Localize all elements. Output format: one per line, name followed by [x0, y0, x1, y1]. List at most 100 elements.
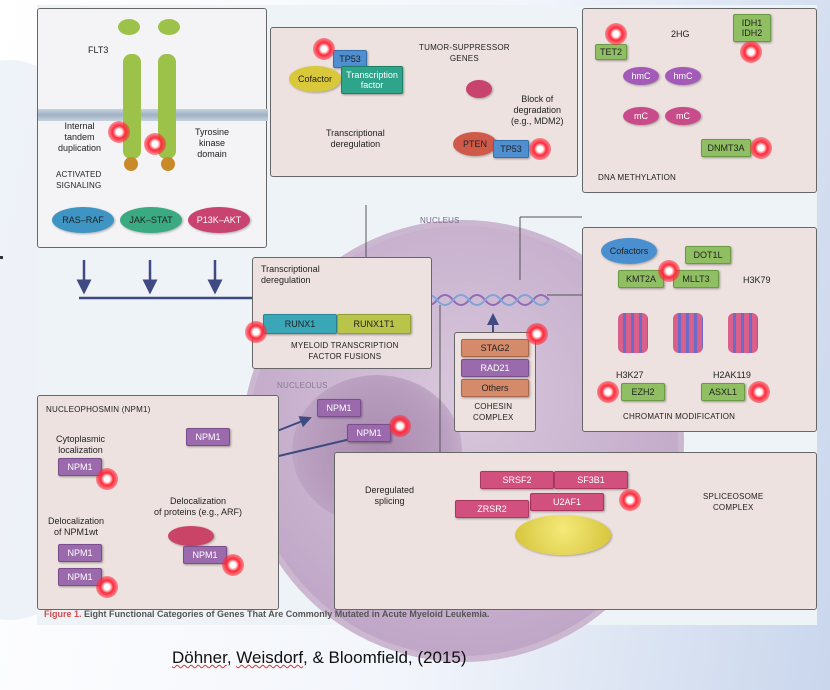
u2af1-box: U2AF1	[530, 493, 604, 511]
caption-prefix: Figure 1.	[44, 609, 82, 619]
hmc-oval-2: hmC	[665, 67, 701, 85]
citation-author-2: Weisdorf	[236, 648, 304, 667]
mutation-marker-itd	[108, 121, 130, 143]
kmt2a-box: KMT2A	[618, 270, 664, 288]
mutation-marker-ezh2	[597, 381, 619, 403]
npm1-box-arf: NPM1	[183, 546, 227, 564]
h2ak119-label: H2AK119	[713, 370, 751, 380]
sf3b1-box: SF3B1	[554, 471, 628, 489]
npm1-box-wt-bottom: NPM1	[58, 568, 102, 586]
mutation-marker-npm1-nucleolus	[389, 415, 411, 437]
cofactor-oval: Cofactor	[289, 66, 341, 92]
dna-methylation-panel: IDH1 IDH2 2HG TET2 hmC hmC mC mC DNMT3A …	[582, 8, 817, 193]
citation-sep: ,	[226, 648, 237, 667]
mutation-marker-tp53-bottom	[529, 138, 551, 160]
mutation-marker-npm1-arf	[222, 554, 244, 576]
citation: Döhner, Weisdorf, & Bloomfield, (2015)	[172, 648, 467, 668]
chromatin-panel: Cofactors DOT1L KMT2A MLLT3 H3K79 H3K27 …	[582, 227, 817, 432]
transcription-factor-box: Transcription factor	[341, 66, 403, 94]
itd-label: Internal tandem duplication	[58, 121, 102, 153]
citation-rest: , & Bloomfield, (2015)	[303, 648, 467, 667]
tumor-suppressor-title: TUMOR-SUPPRESSOR GENES	[419, 43, 510, 63]
cytoplasmic-label: Cytoplasmic localization	[56, 434, 106, 455]
npm1-box-nucleolus-1: NPM1	[317, 399, 361, 417]
asxl1-box: ASXL1	[701, 383, 745, 401]
transcriptional-deregulation-label: Transcriptional deregulation	[326, 128, 385, 149]
block-degradation-label: Block of degradation (e.g., MDM2)	[511, 94, 564, 126]
nucleosome-2	[673, 313, 703, 353]
mc-oval-2: mC	[665, 107, 701, 125]
fusions-deregulation-label: Transcriptional deregulation	[261, 264, 320, 285]
mllt3-box: MLLT3	[673, 270, 719, 288]
hmc-oval-1: hmC	[623, 67, 659, 85]
2hg-label: 2HG	[671, 29, 690, 39]
spliceosome-panel: Deregulated splicing SRSF2 SF3B1 U2AF1 Z…	[334, 452, 817, 610]
chromatin-title: CHROMATIN MODIFICATION	[623, 412, 736, 421]
mutation-marker-runx1	[245, 321, 267, 343]
spliceosome-title: SPLICEOSOME COMPLEX	[703, 492, 764, 512]
dnmt3a-box: DNMT3A	[701, 139, 751, 157]
tumor-suppressor-panel: TUMOR-SUPPRESSOR GENES TP53 Cofactor Tra…	[270, 27, 578, 177]
mutation-marker-npm1-wt	[96, 576, 118, 598]
zrsr2-box: ZRSR2	[455, 500, 529, 518]
h3k79-label: H3K79	[743, 275, 771, 285]
ras-raf-oval: RAS–RAF	[52, 207, 114, 233]
dna-methylation-title: DNA METHYLATION	[598, 173, 676, 182]
mutation-marker-npm1-cytoplasmic	[96, 468, 118, 490]
cohesin-panel: STAG2 RAD21 Others COHESIN COMPLEX	[454, 332, 536, 432]
nucleosome-3	[728, 313, 758, 353]
citation-author-1: Döhner	[172, 648, 227, 667]
runx1t1-box: RUNX1T1	[337, 314, 411, 334]
nucleus-label: NUCLEUS	[420, 216, 460, 225]
caption-text: Eight Functional Categories of Genes Tha…	[84, 609, 490, 619]
npm1-box-nucleolus-2: NPM1	[347, 424, 391, 442]
activated-signaling-label: ACTIVATED SIGNALING	[56, 170, 102, 190]
h3k27-label: H3K27	[616, 370, 644, 380]
deregulated-splicing-label: Deregulated splicing	[365, 485, 415, 506]
delocalization-proteins-label: Delocalization of proteins (e.g., ARF)	[154, 496, 243, 517]
arf-oval	[168, 526, 214, 546]
ezh2-box: EZH2	[621, 383, 665, 401]
flt3-receptor-head-left	[118, 19, 140, 35]
npm1-box-wt-top: NPM1	[58, 544, 102, 562]
mutation-marker-dnmt3a	[750, 137, 772, 159]
stag2-box: STAG2	[461, 339, 529, 357]
jak-stat-oval: JAK–STAT	[120, 207, 182, 233]
mdm2-shape	[466, 80, 492, 98]
bullet-dot	[0, 256, 3, 259]
cell-membrane	[38, 109, 268, 121]
nucleosome-1	[618, 313, 648, 353]
srsf2-box: SRSF2	[480, 471, 554, 489]
others-box: Others	[461, 379, 529, 397]
mutation-marker-tkd	[144, 133, 166, 155]
cohesin-title: COHESIN COMPLEX	[473, 402, 514, 422]
figure-caption: Figure 1. Eight Functional Categories of…	[44, 609, 489, 619]
flt3-receptor-head-right	[158, 19, 180, 35]
pten-oval: PTEN	[453, 132, 497, 156]
mutation-marker-tet2	[605, 23, 627, 45]
runx1-box: RUNX1	[263, 314, 337, 334]
aml-mutation-figure: NUCLEUS NUCLEOLUS	[37, 5, 817, 662]
mutation-marker-tp53-top	[313, 38, 335, 60]
spliceosome-oval	[515, 515, 611, 555]
npm1-title: NUCLEOPHOSMIN (NPM1)	[46, 405, 151, 414]
mutation-marker-stag2	[526, 323, 548, 345]
npm1-panel: NUCLEOPHOSMIN (NPM1) Cytoplasmic localiz…	[37, 395, 279, 610]
flt3-receptor-right	[158, 54, 176, 159]
flt3-label: FLT3	[88, 45, 109, 55]
tkd-label: Tyrosine kinase domain	[195, 127, 230, 159]
npm1-box-cytoplasmic: NPM1	[58, 458, 102, 476]
pi3k-akt-oval: P13K–AKT	[188, 207, 250, 233]
cofactors-oval: Cofactors	[601, 238, 657, 264]
kinase-ball-left	[124, 157, 138, 171]
rad21-box: RAD21	[461, 359, 529, 377]
flt3-signaling-panel: FLT3 Internal tandem duplication Tyrosin…	[37, 8, 268, 248]
tet2-box: TET2	[595, 44, 627, 60]
npm1-box-source: NPM1	[186, 428, 230, 446]
idh-box: IDH1 IDH2	[733, 14, 771, 42]
dot1l-box: DOT1L	[685, 246, 731, 264]
delocalization-wt-label: Delocalization of NPM1wt	[48, 516, 105, 537]
kinase-ball-right	[161, 157, 175, 171]
flt3-receptor-left	[123, 54, 141, 159]
mc-oval-1: mC	[623, 107, 659, 125]
